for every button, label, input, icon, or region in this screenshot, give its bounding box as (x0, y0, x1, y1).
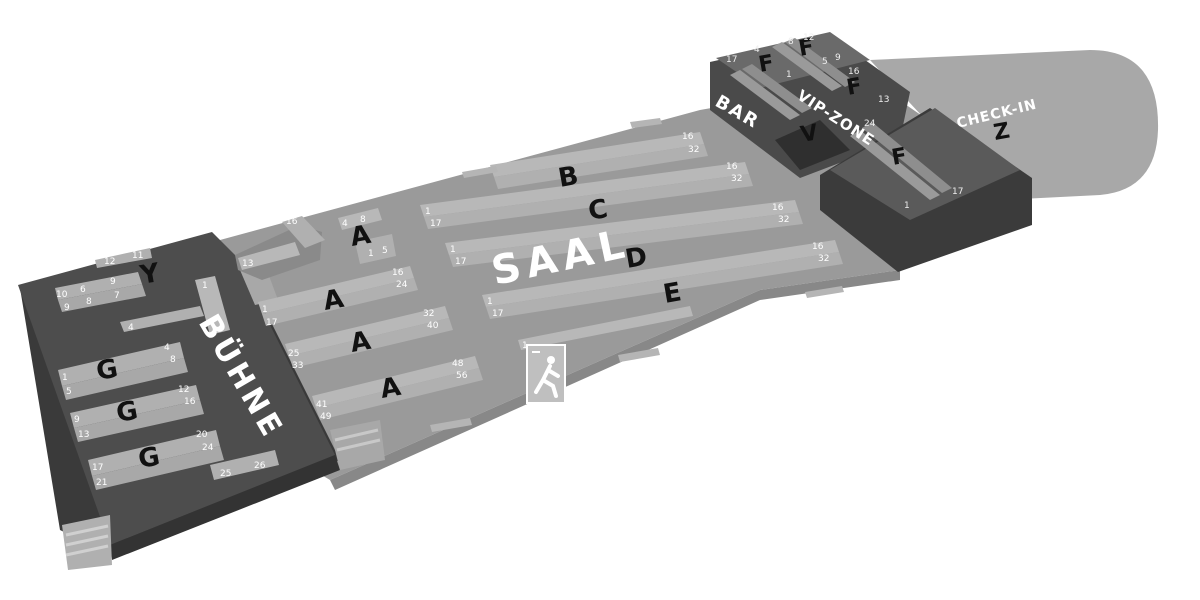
num-a4-2: 49 (320, 412, 332, 422)
floor-markers (430, 118, 844, 432)
block-g-3: G (136, 442, 162, 475)
vip-rows (730, 38, 952, 200)
vip-shadow (775, 120, 850, 170)
num-d-2: 17 (455, 257, 466, 267)
block-letters: B C D E A A A A G G G Y F F F F V Z (94, 35, 1012, 475)
num-f-4: 1 (786, 70, 792, 80)
num-a4-4: 56 (456, 371, 468, 381)
num-d-1: 1 (450, 245, 456, 255)
num-y-9: 4 (128, 323, 134, 333)
num-a1-1: 4 (342, 219, 348, 229)
num-g4-2: 26 (254, 461, 266, 471)
num-f-5: 5 (822, 57, 828, 67)
exit-sign (526, 344, 566, 404)
num-f-7: 16 (848, 67, 860, 77)
saal-rows (420, 132, 843, 350)
block-f-3: F (845, 74, 864, 101)
num-f-1: 4 (754, 45, 760, 55)
num-e-1: 1 (487, 297, 493, 307)
num-g1-1: 1 (62, 373, 68, 383)
num-g2-4: 16 (184, 397, 196, 407)
block-f-2: F (797, 35, 816, 62)
num-y-2: 11 (132, 251, 143, 261)
num-a1-4: 5 (382, 246, 388, 256)
num-stair-a-1: 16 (286, 217, 298, 227)
num-g1-4: 8 (170, 355, 176, 365)
num-y-4: 6 (80, 285, 86, 295)
row-numbers: 16 32 1 17 16 32 1 17 16 32 1 17 16 32 1… (56, 33, 963, 488)
block-g-1: G (94, 354, 120, 387)
num-g2-1: 9 (74, 415, 80, 425)
num-c-3: 16 (726, 162, 738, 172)
num-e-2: 17 (492, 309, 503, 319)
num-f-6: 9 (835, 53, 841, 63)
num-y-6: 8 (86, 297, 92, 307)
a-rows (258, 208, 483, 420)
num-c-4: 32 (731, 174, 742, 184)
num-v-2: 24 (864, 119, 876, 129)
num-f-8: 13 (878, 95, 889, 105)
num-b-1: 16 (682, 132, 694, 142)
num-a1-2: 8 (360, 215, 366, 225)
num-y-7: 7 (114, 291, 120, 301)
num-e-3: 16 (812, 242, 824, 252)
block-v: V (799, 120, 820, 148)
block-f-4: F (890, 144, 909, 171)
num-y-8: 9 (110, 277, 116, 287)
num-e-4: 32 (818, 254, 829, 264)
a-stair-block (235, 216, 325, 280)
num-y-10: 1 (202, 281, 208, 291)
num-v-1: 17 (726, 55, 737, 65)
num-g1-2: 5 (66, 387, 72, 397)
stage-rows (55, 248, 279, 490)
num-g4-1: 25 (220, 469, 231, 479)
num-stair-a-2: 13 (242, 259, 253, 269)
num-g2-3: 12 (178, 385, 189, 395)
block-g-2: G (114, 396, 140, 429)
num-a2-4: 24 (396, 280, 408, 290)
block-d: D (623, 242, 649, 275)
num-d-4: 32 (778, 215, 789, 225)
num-a3-2: 33 (292, 361, 303, 371)
num-e2-1: 1 (522, 341, 528, 351)
num-y-5: 9 (64, 303, 70, 313)
num-f-9: 1 (904, 201, 910, 211)
num-g1-3: 4 (164, 343, 170, 353)
num-y-1: 12 (104, 257, 115, 267)
block-f-1: F (757, 51, 776, 78)
num-d-3: 16 (772, 203, 784, 213)
num-g2-2: 13 (78, 430, 89, 440)
num-f-3: 12 (803, 33, 814, 43)
num-y-3: 10 (56, 290, 68, 300)
num-g3-2: 21 (96, 478, 107, 488)
stage-front (110, 455, 340, 560)
num-b-2: 32 (688, 145, 699, 155)
num-a4-3: 48 (452, 359, 464, 369)
vip-block-top (830, 108, 1020, 220)
num-a2-3: 16 (392, 268, 404, 278)
num-f-10: 17 (952, 187, 963, 197)
num-a1-3: 1 (368, 249, 374, 259)
num-a3-1: 25 (288, 349, 299, 359)
num-a2-1: 1 (262, 305, 268, 315)
num-f-2: 8 (788, 37, 794, 47)
num-a4-1: 41 (316, 400, 327, 410)
num-a3-4: 40 (427, 321, 439, 331)
num-a2-2: 17 (266, 318, 277, 328)
num-c-1: 1 (425, 207, 431, 217)
block-e: E (661, 277, 684, 310)
num-g3-4: 24 (202, 443, 214, 453)
num-c-2: 17 (430, 219, 441, 229)
num-a3-3: 32 (423, 309, 434, 319)
block-z: Z (992, 119, 1012, 146)
num-g3-3: 20 (196, 430, 208, 440)
checkin-area (870, 50, 1159, 200)
num-g3-1: 17 (92, 463, 103, 473)
